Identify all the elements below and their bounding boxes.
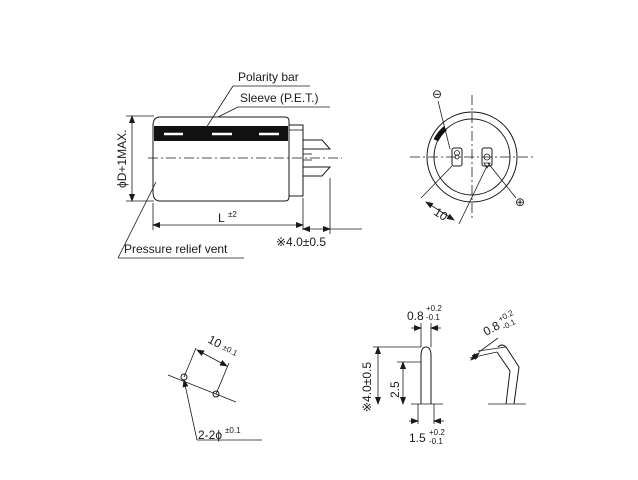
lead-base-tol-minus: -0.1 — [429, 437, 443, 446]
minus-symbol: ⊖ — [432, 87, 442, 101]
lead-width-tol-minus: -0.1 — [426, 313, 440, 322]
lead-tip-label: 2.5 — [388, 381, 402, 398]
lead-base-label: 1.5 — [409, 431, 426, 445]
end-polarity-band — [433, 126, 447, 142]
lead-lower — [303, 166, 332, 177]
capacitor-body — [152, 116, 290, 202]
lead-profile — [420, 346, 432, 404]
pcb-hole-layout: 10 ±0.1 2-2ϕ ±0.1 — [167, 332, 262, 442]
pressure-relief-vent-label: Pressure relief vent — [124, 242, 228, 256]
side-view: ϕD+1MAX. L ±2 ※4.0±0.5 Polarity bar Slee… — [115, 70, 362, 259]
sleeve-label: Sleeve (P.E.T.) — [240, 91, 318, 105]
bent-lead-profile — [496, 344, 520, 405]
pcb-hole-2 — [212, 390, 220, 398]
lead-detail-bent: 0.8 +0.2 -0.1 — [469, 308, 526, 405]
minus-terminal — [451, 147, 463, 167]
polarity-bar-label: Polarity bar — [238, 70, 299, 84]
lead-base-tol-plus: +0.2 — [429, 428, 445, 437]
hole-label: 2-2ϕ — [198, 428, 222, 442]
lead-upper — [303, 139, 332, 150]
lead-length-label: ※4.0±0.5 — [360, 362, 374, 412]
lead-width-label: 0.8 — [407, 309, 424, 323]
hole-tolerance: ±0.1 — [225, 426, 241, 435]
length-tolerance: ±2 — [228, 210, 237, 219]
diameter-label: ϕD+1MAX. — [115, 130, 129, 188]
lead-protrusion-label: ※4.0±0.5 — [276, 235, 326, 249]
end-outer-circle — [426, 111, 518, 203]
lead-detail-straight: 0.8 +0.2 -0.1 ※4.0±0.5 2.5 1.5 +0.2 -0.1 — [360, 304, 445, 446]
end-cap — [288, 124, 304, 197]
plus-symbol: ⊕ — [515, 195, 525, 209]
length-label: L — [218, 211, 225, 225]
pitch-tolerance: ±0.1 — [221, 343, 239, 358]
end-view: ⊖ ⊕ 10 — [410, 87, 536, 225]
lead-width-tol-plus: +0.2 — [426, 304, 442, 313]
pitch-label: 10 — [206, 332, 225, 351]
